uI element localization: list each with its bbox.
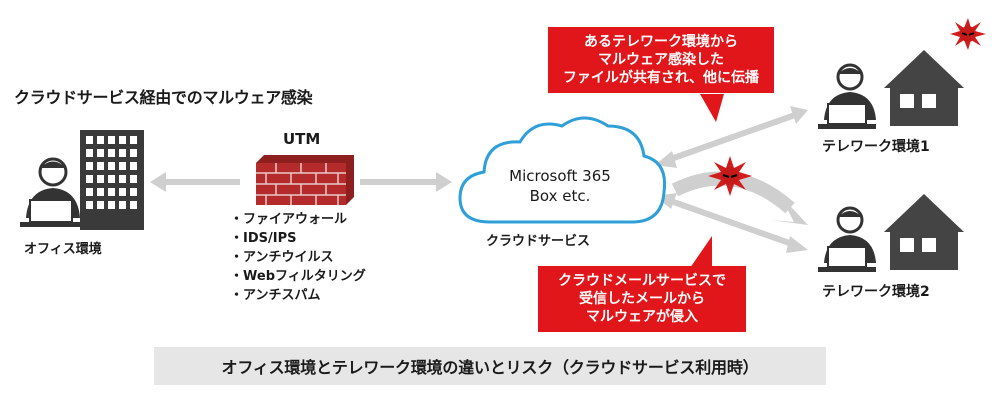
office-cloud-arrow — [150, 172, 452, 192]
firewall-icon — [256, 155, 354, 205]
utm-title: UTM — [283, 130, 321, 148]
utm-feature-item: ファイアウォール — [230, 210, 366, 229]
callout-line: あるテレワーク環境から — [584, 34, 738, 50]
callout-bottom-tail — [690, 236, 712, 268]
diagram-caption: オフィス環境とテレワーク環境の違いとリスク（クラウドサービス利用時） — [154, 347, 826, 385]
callout-line: クラウドメールサービスで — [558, 273, 726, 289]
utm-feature-item: アンチスパム — [230, 286, 366, 305]
telework1-person-icon — [818, 63, 876, 129]
utm-feature-item: IDS/IPS — [230, 229, 366, 248]
office-building-icon — [80, 130, 144, 230]
telework1-house-icon — [884, 50, 964, 126]
callout-line: 受信したメールから — [579, 291, 705, 307]
cloud-name-line: Box etc. — [529, 187, 591, 205]
callout-line: ファイルが共有され、他に伝播 — [562, 70, 760, 86]
callout-cloud-mail: クラウドメールサービスで 受信したメールから マルウェアが侵入 — [538, 266, 746, 332]
diagram-heading: クラウドサービス経由でのマルウェア感染 — [14, 88, 313, 107]
office-label: オフィス環境 — [24, 242, 102, 257]
utm-feature-item: Webフィルタリング — [230, 267, 366, 286]
telework2-person-icon — [818, 206, 876, 272]
virus-icon-middle — [708, 156, 752, 196]
utm-feature-list: ファイアウォール IDS/IPS アンチウイルス Webフィルタリング アンチス… — [230, 210, 366, 305]
telework2-house-icon — [884, 194, 964, 270]
virus-icon-top — [950, 18, 986, 50]
utm-feature-item: アンチウイルス — [230, 248, 366, 267]
cloud-service-names: Microsoft 365 Box etc. — [480, 166, 640, 206]
office-person-icon — [20, 157, 82, 227]
telework2-label: テレワーク環境2 — [822, 284, 930, 300]
cloud-name-line: Microsoft 365 — [509, 167, 611, 185]
callout-top-tail — [700, 94, 724, 122]
cloud-label: クラウドサービス — [486, 234, 591, 249]
telework1-label: テレワーク環境1 — [822, 139, 930, 155]
cloud-icon — [458, 116, 667, 224]
callout-shared-file: あるテレワーク環境から マルウェア感染した ファイルが共有され、他に伝播 — [548, 27, 774, 93]
callout-line: マルウェア感染した — [598, 52, 724, 68]
telework1-arrow — [655, 106, 808, 168]
callout-line: マルウェアが侵入 — [586, 309, 698, 325]
